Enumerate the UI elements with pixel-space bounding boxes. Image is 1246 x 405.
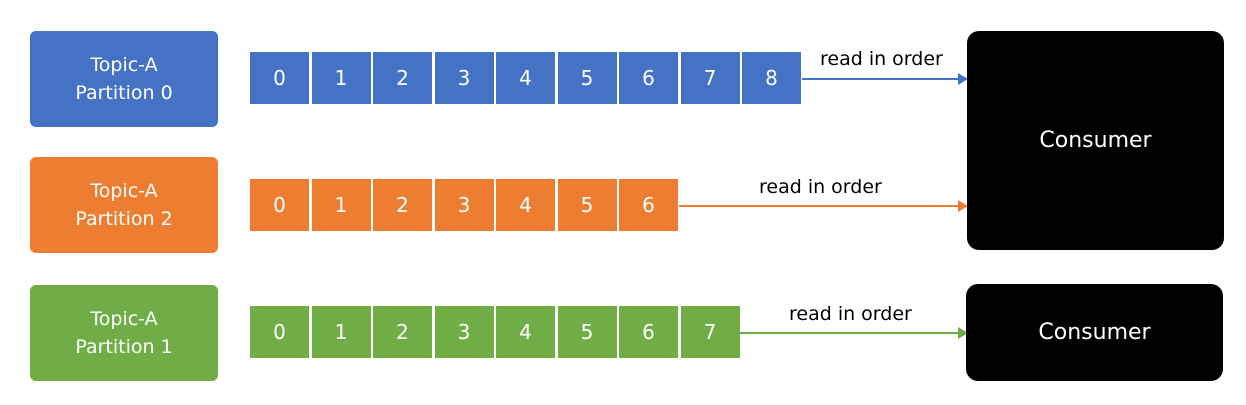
offset-cell: 2 [373,52,432,104]
offset-cell: 5 [557,306,617,358]
offset-cell: 2 [373,306,432,358]
offset-cell: 4 [496,179,555,231]
offset-cell: 1 [311,179,371,231]
partition-box: Topic-A Partition 1 [30,285,218,381]
partition-topic-label: Topic-A [90,180,158,202]
partition-name-label: Partition 1 [75,336,173,358]
offset-cell: 4 [496,52,555,104]
read-in-order-label: read in order [820,48,943,70]
offset-cell: 0 [250,179,309,231]
partition-topic-label: Topic-A [90,308,158,330]
offset-cell: 1 [311,52,371,104]
offset-cell: 6 [619,306,678,358]
consumer-label: Consumer [1038,320,1151,345]
offset-cell: 0 [250,52,309,104]
read-arrow [678,200,968,212]
partition-topic-label: Topic-A [90,54,158,76]
read-arrow [801,73,968,85]
offset-cell: 4 [496,306,555,358]
read-arrow [740,327,968,339]
offset-cell: 3 [434,306,494,358]
partition-box: Topic-A Partition 2 [30,157,218,253]
partition-name-label: Partition 0 [75,82,173,104]
offset-cell: 8 [742,52,801,104]
arrow-head-icon [958,327,968,339]
offset-cell: 5 [557,52,617,104]
offset-cell: 3 [434,179,494,231]
consumer-box: Consumer [966,284,1223,381]
offset-cell: 2 [373,179,432,231]
read-in-order-label: read in order [759,176,882,198]
offset-cell: 7 [680,52,740,104]
read-in-order-label: read in order [789,303,912,325]
offset-cell: 5 [557,179,617,231]
offset-cell: 7 [680,306,740,358]
offset-cell: 1 [311,306,371,358]
arrow-head-icon [958,200,968,212]
offset-cell: 3 [434,52,494,104]
arrow-head-icon [958,73,968,85]
consumer-box: Consumer [967,31,1224,250]
offset-cell: 0 [250,306,309,358]
offset-cell: 6 [619,52,678,104]
partition-name-label: Partition 2 [75,208,173,230]
partition-box: Topic-A Partition 0 [30,31,218,127]
offset-cell: 6 [619,179,678,231]
consumer-label: Consumer [1039,128,1152,153]
